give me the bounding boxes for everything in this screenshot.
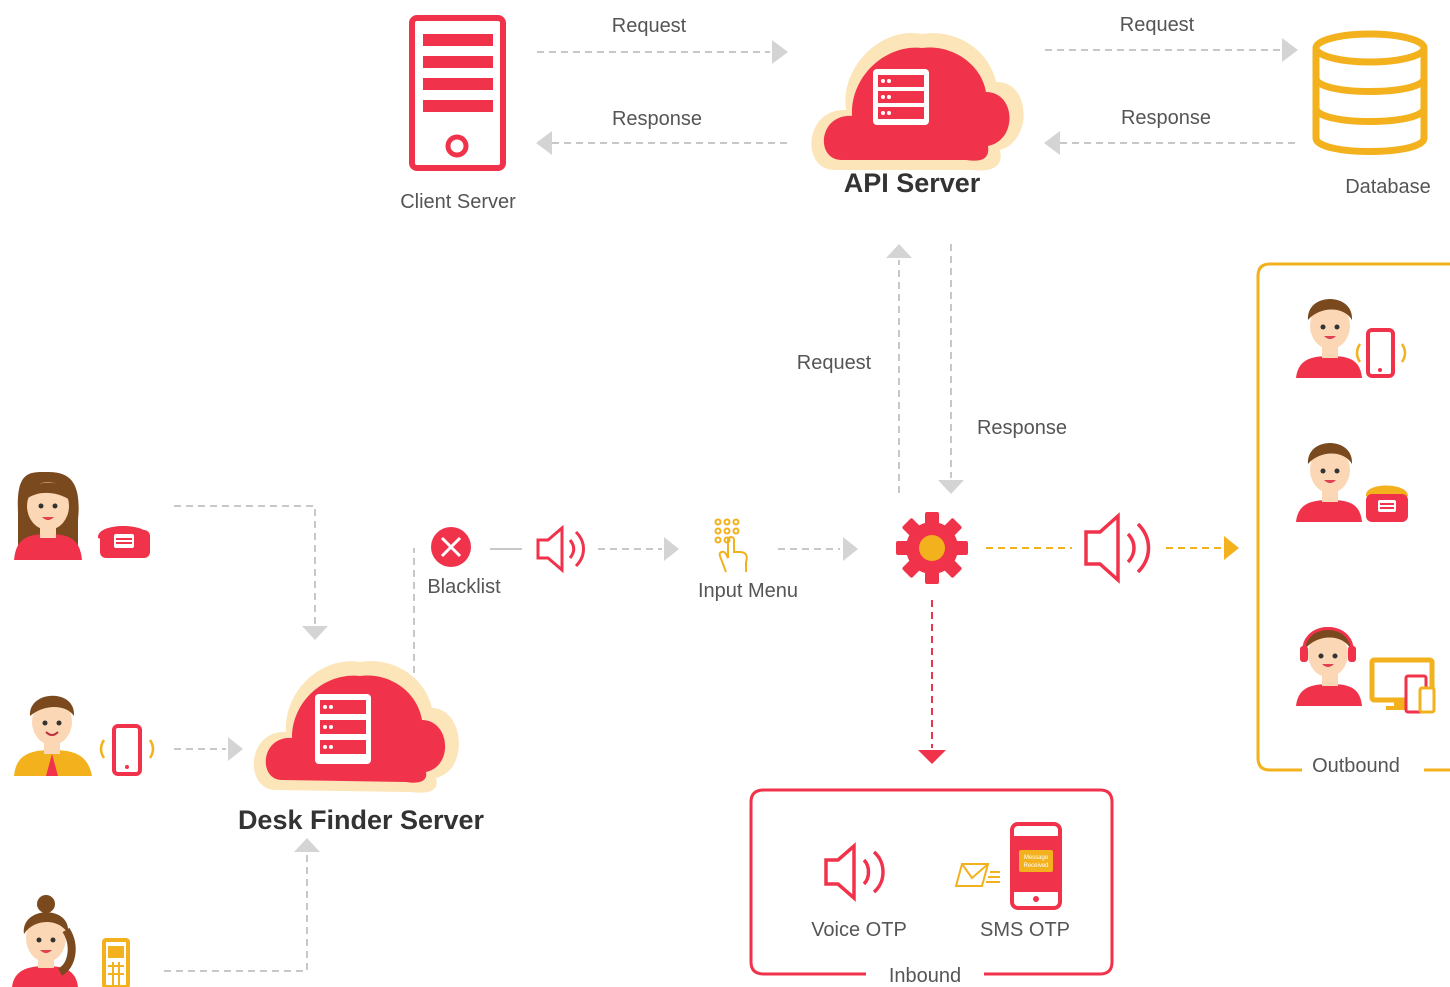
client-response-label: Response	[612, 108, 702, 130]
inbound-label: Inbound	[889, 965, 961, 987]
speaker-icon	[1084, 512, 1151, 584]
desk-finder-label: Desk Finder Server	[238, 805, 485, 835]
blacklist-label: Blacklist	[427, 576, 501, 598]
api-response-arrow	[938, 480, 964, 494]
api-request-arrow	[886, 244, 912, 258]
caller2-arrow	[228, 737, 243, 761]
api-request-label: Request	[797, 352, 872, 374]
gear-icon	[896, 512, 968, 584]
connectors	[164, 38, 1298, 972]
database-icon	[1312, 30, 1428, 155]
client-request-label: Request	[612, 15, 687, 37]
speaker-icon	[536, 524, 585, 574]
desk-finder-cloud-icon	[253, 661, 459, 793]
input-menu-label: Input Menu	[698, 580, 798, 602]
caller1-arrow	[302, 626, 328, 640]
gear-inbound-arrow	[918, 750, 946, 764]
caller1-line	[174, 505, 316, 624]
outbound-panel	[1256, 262, 1450, 772]
input-gear-arrow	[843, 537, 858, 561]
api-server-cloud-icon	[811, 32, 1024, 171]
db-request-arrow	[1282, 38, 1298, 62]
voice-otp-label: Voice OTP	[811, 919, 907, 941]
person-phone-icon	[1296, 443, 1408, 522]
voice-otp-speaker-icon	[824, 842, 885, 902]
client-server-icon	[409, 15, 506, 171]
person-mobile-icon	[1296, 299, 1407, 378]
sms-badge-line1: Message	[1024, 855, 1049, 861]
caller3-line	[164, 852, 308, 972]
person-mobile-icon	[14, 695, 155, 776]
keypad-touch-icon	[714, 518, 748, 573]
agent-headset-devices-icon	[1296, 627, 1436, 714]
db-response-label: Response	[1121, 107, 1211, 129]
sms-otp-label: SMS OTP	[980, 919, 1070, 941]
api-response-label: Response	[977, 417, 1067, 439]
sms-badge-line2: Received	[1023, 863, 1048, 869]
api-server-label: API Server	[844, 168, 981, 198]
outbound-label: Outbound	[1312, 755, 1400, 777]
gear-outbound-arrow	[1224, 536, 1239, 560]
caller3-arrow	[294, 838, 320, 852]
speaker-input-arrow	[664, 537, 679, 561]
db-response-arrow	[1044, 131, 1060, 155]
client-request-arrow	[772, 40, 788, 64]
blacklist-icon	[431, 527, 471, 567]
database-label: Database	[1345, 176, 1431, 198]
client-server-label: Client Server	[400, 191, 516, 213]
person-telephone-icon	[14, 471, 150, 560]
envelope-icon	[954, 863, 1000, 887]
client-response-arrow	[536, 131, 552, 155]
db-request-label: Request	[1120, 14, 1195, 36]
person-feature-phone-icon	[12, 895, 130, 987]
inbound-panel: Message Received	[749, 788, 1114, 976]
sms-otp-phone-icon: Message Received	[1010, 822, 1062, 910]
